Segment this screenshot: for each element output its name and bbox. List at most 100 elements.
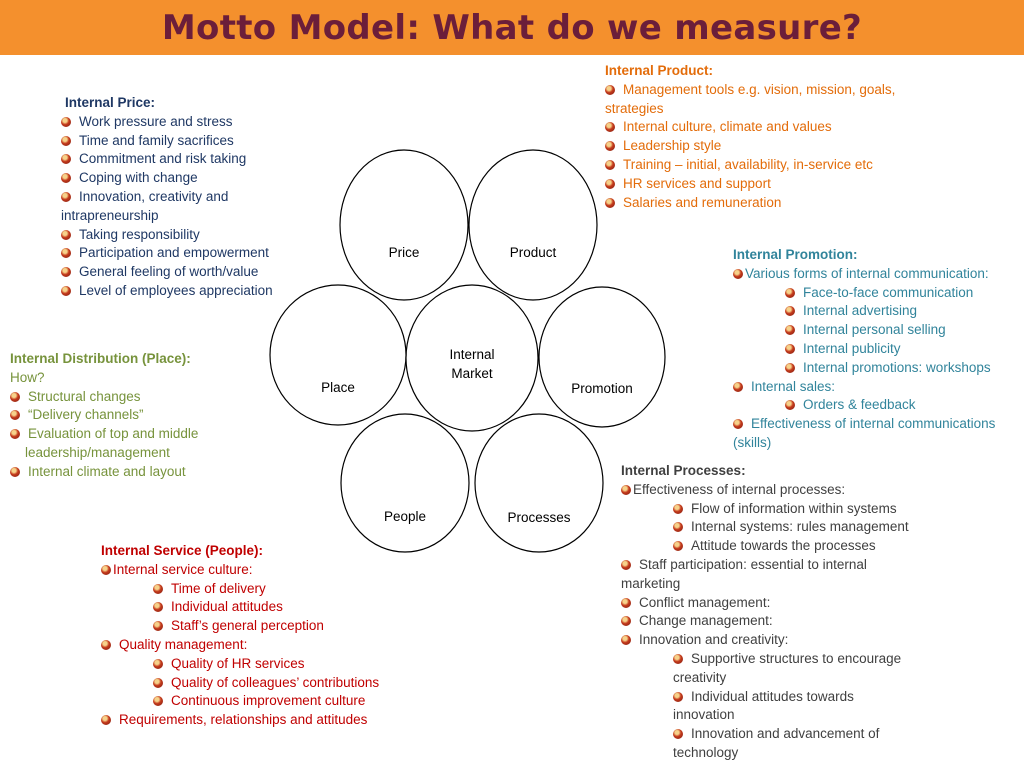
place-item: Structural changes (10, 388, 260, 407)
bullet-icon (785, 306, 795, 317)
bullet-icon (673, 503, 683, 514)
price-item: Innovation, creativity and (61, 188, 301, 207)
promotion-sub-item: Orders & feedback (785, 396, 1023, 415)
bullet-icon (61, 285, 71, 296)
processes-sub-item-wrap: innovation (673, 707, 735, 723)
bullet-icon (785, 343, 795, 354)
internal-people-heading: Internal Service (People): (101, 543, 264, 558)
internal-processes-heading: Internal Processes: (621, 463, 746, 478)
internal-product-block: Internal Product: Management tools e.g. … (605, 62, 935, 212)
internal-product-heading: Internal Product: (605, 63, 714, 78)
product-item: Training – initial, availability, in-ser… (605, 156, 935, 175)
product-item: Management tools e.g. vision, mission, g… (605, 81, 935, 100)
bullet-icon (605, 84, 615, 95)
place-item: “Delivery channels” (10, 406, 260, 425)
bullet-icon (61, 267, 71, 278)
bullet-icon (673, 729, 683, 740)
people-item: Requirements, relationships and attitude… (101, 711, 421, 730)
product-item: HR services and support (605, 175, 935, 194)
bullet-icon (10, 429, 20, 440)
price-item: Time and family sacrifices (61, 132, 301, 151)
bullet-icon (61, 135, 71, 146)
processes-sub-item: Individual attitudes towards (673, 688, 941, 707)
bullet-icon (621, 484, 631, 495)
price-item: Participation and empowerment (61, 244, 301, 263)
people-intro: Internal service culture: (101, 561, 421, 580)
promotion-sub-item: Face-to-face communication (785, 284, 1023, 303)
bullet-icon (153, 621, 163, 632)
product-item-wrap: strategies (605, 100, 664, 116)
slide-title: Motto Model: What do we measure? (161, 7, 863, 48)
bullet-icon (153, 696, 163, 707)
promotion-item: Effectiveness of internal communications (733, 415, 1023, 434)
bullet-icon (785, 400, 795, 411)
price-item: Level of employees appreciation (61, 282, 301, 301)
processes-sub-item: Flow of information within systems (673, 500, 941, 519)
label-price: Price (389, 245, 420, 260)
bullet-icon (733, 381, 743, 392)
processes-sub-item: Supportive structures to encourage (673, 650, 941, 669)
people-sub-item: Quality of colleagues’ contributions (153, 674, 421, 693)
bullet-icon (673, 541, 683, 552)
circle-processes (474, 413, 604, 553)
bullet-icon (785, 362, 795, 373)
bullet-icon (153, 658, 163, 669)
processes-item: Innovation and creativity: (621, 631, 941, 650)
price-item: Work pressure and stress (61, 113, 301, 132)
product-item: Internal culture, climate and values (605, 118, 935, 137)
price-item: General feeling of worth/value (61, 263, 301, 282)
internal-price-block: Internal Price: Work pressure and stress… (61, 94, 301, 301)
bullet-icon (733, 419, 743, 430)
bullet-icon (153, 583, 163, 594)
internal-processes-block: Internal Processes: Effectiveness of int… (621, 462, 941, 763)
bullet-icon (153, 602, 163, 613)
people-sub-item: Time of delivery (153, 580, 421, 599)
processes-item: Staff participation: essential to intern… (621, 556, 941, 575)
price-item-wrap: intrapreneurship (61, 207, 159, 223)
label-promotion: Promotion (571, 381, 633, 396)
promotion-item: Internal sales: (733, 378, 1023, 397)
bullet-icon (61, 173, 71, 184)
bullet-icon (61, 116, 71, 127)
bullet-icon (673, 691, 683, 702)
place-item: Internal climate and layout (10, 463, 260, 482)
motto-model-diagram: Price Product Internal Market Place Prom… (269, 149, 666, 553)
circle-price (339, 149, 469, 301)
people-sub-item: Continuous improvement culture (153, 692, 421, 711)
circle-product (468, 149, 598, 301)
processes-item-wrap: marketing (621, 575, 681, 591)
bullet-icon (621, 559, 631, 570)
bullet-icon (785, 287, 795, 298)
bullet-icon (10, 466, 20, 477)
price-item: Coping with change (61, 169, 301, 188)
bullet-icon (61, 229, 71, 240)
processes-sub-item-wrap: technology (673, 744, 739, 760)
bullet-icon (101, 715, 111, 726)
internal-promotion-block: Internal Promotion: Various forms of int… (733, 246, 1023, 453)
product-item: Salaries and remuneration (605, 194, 935, 213)
place-item: Evaluation of top and middle (10, 425, 260, 444)
bullet-icon (61, 248, 71, 259)
internal-people-block: Internal Service (People): Internal serv… (101, 542, 421, 730)
label-product: Product (510, 245, 557, 260)
label-place: Place (321, 380, 355, 395)
promotion-sub-item: Internal publicity (785, 340, 1023, 359)
internal-place-heading: Internal Distribution (Place): (10, 351, 191, 366)
price-item: Taking responsibility (61, 226, 301, 245)
internal-price-heading: Internal Price: (65, 95, 156, 110)
processes-sub-item: Attitude towards the processes (673, 537, 941, 556)
product-item: Leadership style (605, 137, 935, 156)
internal-promotion-heading: Internal Promotion: (733, 247, 858, 262)
processes-sub-item-wrap: creativity (673, 669, 727, 685)
promotion-intro: Various forms of internal communication: (733, 265, 1023, 284)
bullet-icon (605, 159, 615, 170)
processes-sub-item: Innovation and advancement of (673, 725, 941, 744)
people-item: Quality management: (101, 636, 421, 655)
bullet-icon (621, 597, 631, 608)
circle-place (269, 284, 407, 426)
place-item-wrap: leadership/management (25, 444, 170, 460)
bullet-icon (10, 410, 20, 421)
label-internal-market-line2: Market (451, 366, 493, 381)
bullet-icon (10, 391, 20, 402)
bullet-icon (61, 154, 71, 165)
